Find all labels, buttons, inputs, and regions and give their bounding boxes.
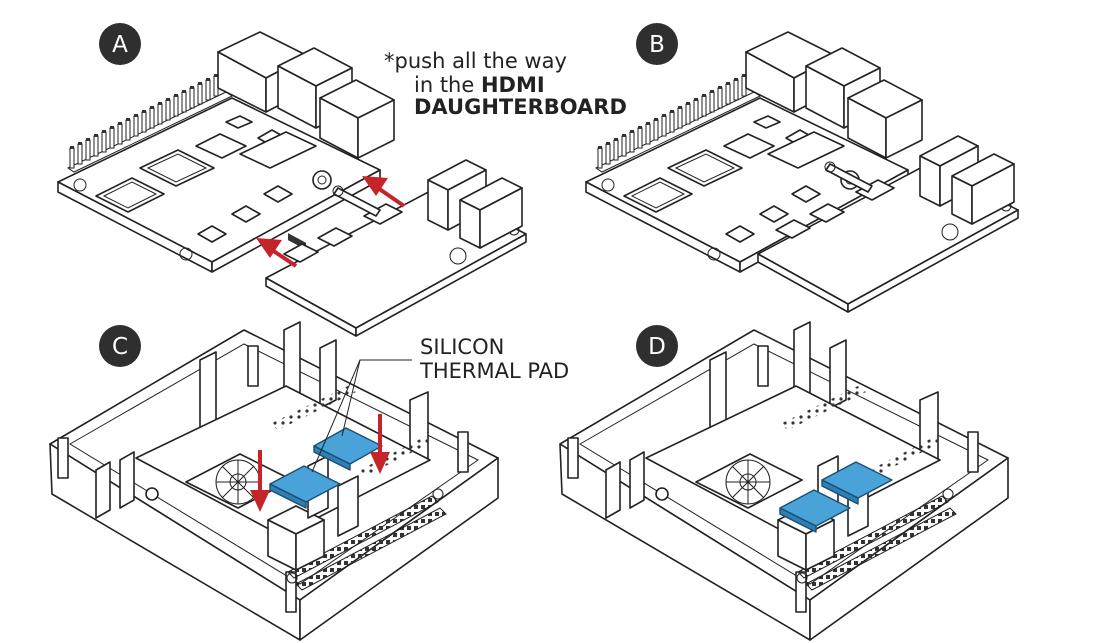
note-text: *push all the way in the HDMI DAUGHTERBO… <box>384 49 627 119</box>
panel-d: D <box>559 321 1009 641</box>
note-line-3: DAUGHTERBOARD <box>414 95 627 119</box>
note-line-1: *push all the way <box>384 49 567 73</box>
note-line-2: in the HDMI <box>414 73 545 97</box>
svg-text:B: B <box>649 32 665 58</box>
push-arrow-lower <box>256 238 298 268</box>
panel-b: B <box>586 23 1019 313</box>
step-badge-c: C <box>99 325 141 367</box>
callout-leader-2 <box>311 359 361 473</box>
svg-text:C: C <box>112 334 128 360</box>
panel-a: A *push all the way in the HDMI DAUGHTER… <box>58 23 627 337</box>
push-arrow-upper <box>362 176 406 208</box>
down-arrow-right <box>370 414 390 474</box>
callout-line-2: THERMAL PAD <box>419 359 569 383</box>
callout-line-1: SILICON <box>420 335 504 359</box>
svg-text:D: D <box>648 334 666 360</box>
step-badge-b: B <box>636 23 678 65</box>
case-assembled <box>559 321 1009 641</box>
thermal-pad-installed-right-side <box>821 479 859 505</box>
down-arrow-left <box>250 450 270 512</box>
panel-c: SILICON THERMAL PAD C <box>49 321 569 641</box>
step-badge-d: D <box>636 325 678 367</box>
thermal-pad-installed-left-side <box>779 507 817 533</box>
thermal-pad-lower-side <box>269 483 307 509</box>
svg-text:A: A <box>112 32 128 58</box>
step-badge-a: A <box>99 23 141 65</box>
thermal-pad-upper-side <box>313 445 351 471</box>
